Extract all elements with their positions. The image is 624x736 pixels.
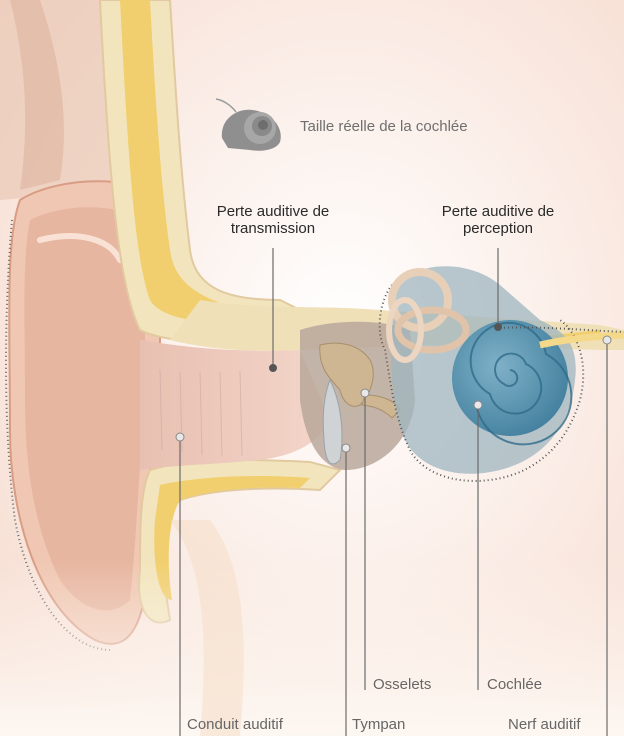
eardrum-label: Tympan xyxy=(352,716,405,733)
ear-canal-label: Conduit auditif xyxy=(187,716,283,733)
conductive-loss-heading: Perte auditive de transmission xyxy=(203,203,343,238)
conductive-loss-line2: transmission xyxy=(203,220,343,237)
cochlea-label: Cochlée xyxy=(487,676,542,693)
bottom-fade xyxy=(0,560,624,736)
scale-note: Taille réelle de la cochlée xyxy=(300,118,468,135)
sensorineural-loss-line2: perception xyxy=(428,220,568,237)
sensorineural-loss-line1: Perte auditive de xyxy=(428,203,568,220)
auditory-nerve-label: Nerf auditif xyxy=(508,716,581,733)
cochlea xyxy=(452,320,568,436)
sensorineural-loss-heading: Perte auditive de perception xyxy=(428,203,568,238)
ossicles-label: Osselets xyxy=(373,676,431,693)
conductive-loss-line1: Perte auditive de xyxy=(203,203,343,220)
